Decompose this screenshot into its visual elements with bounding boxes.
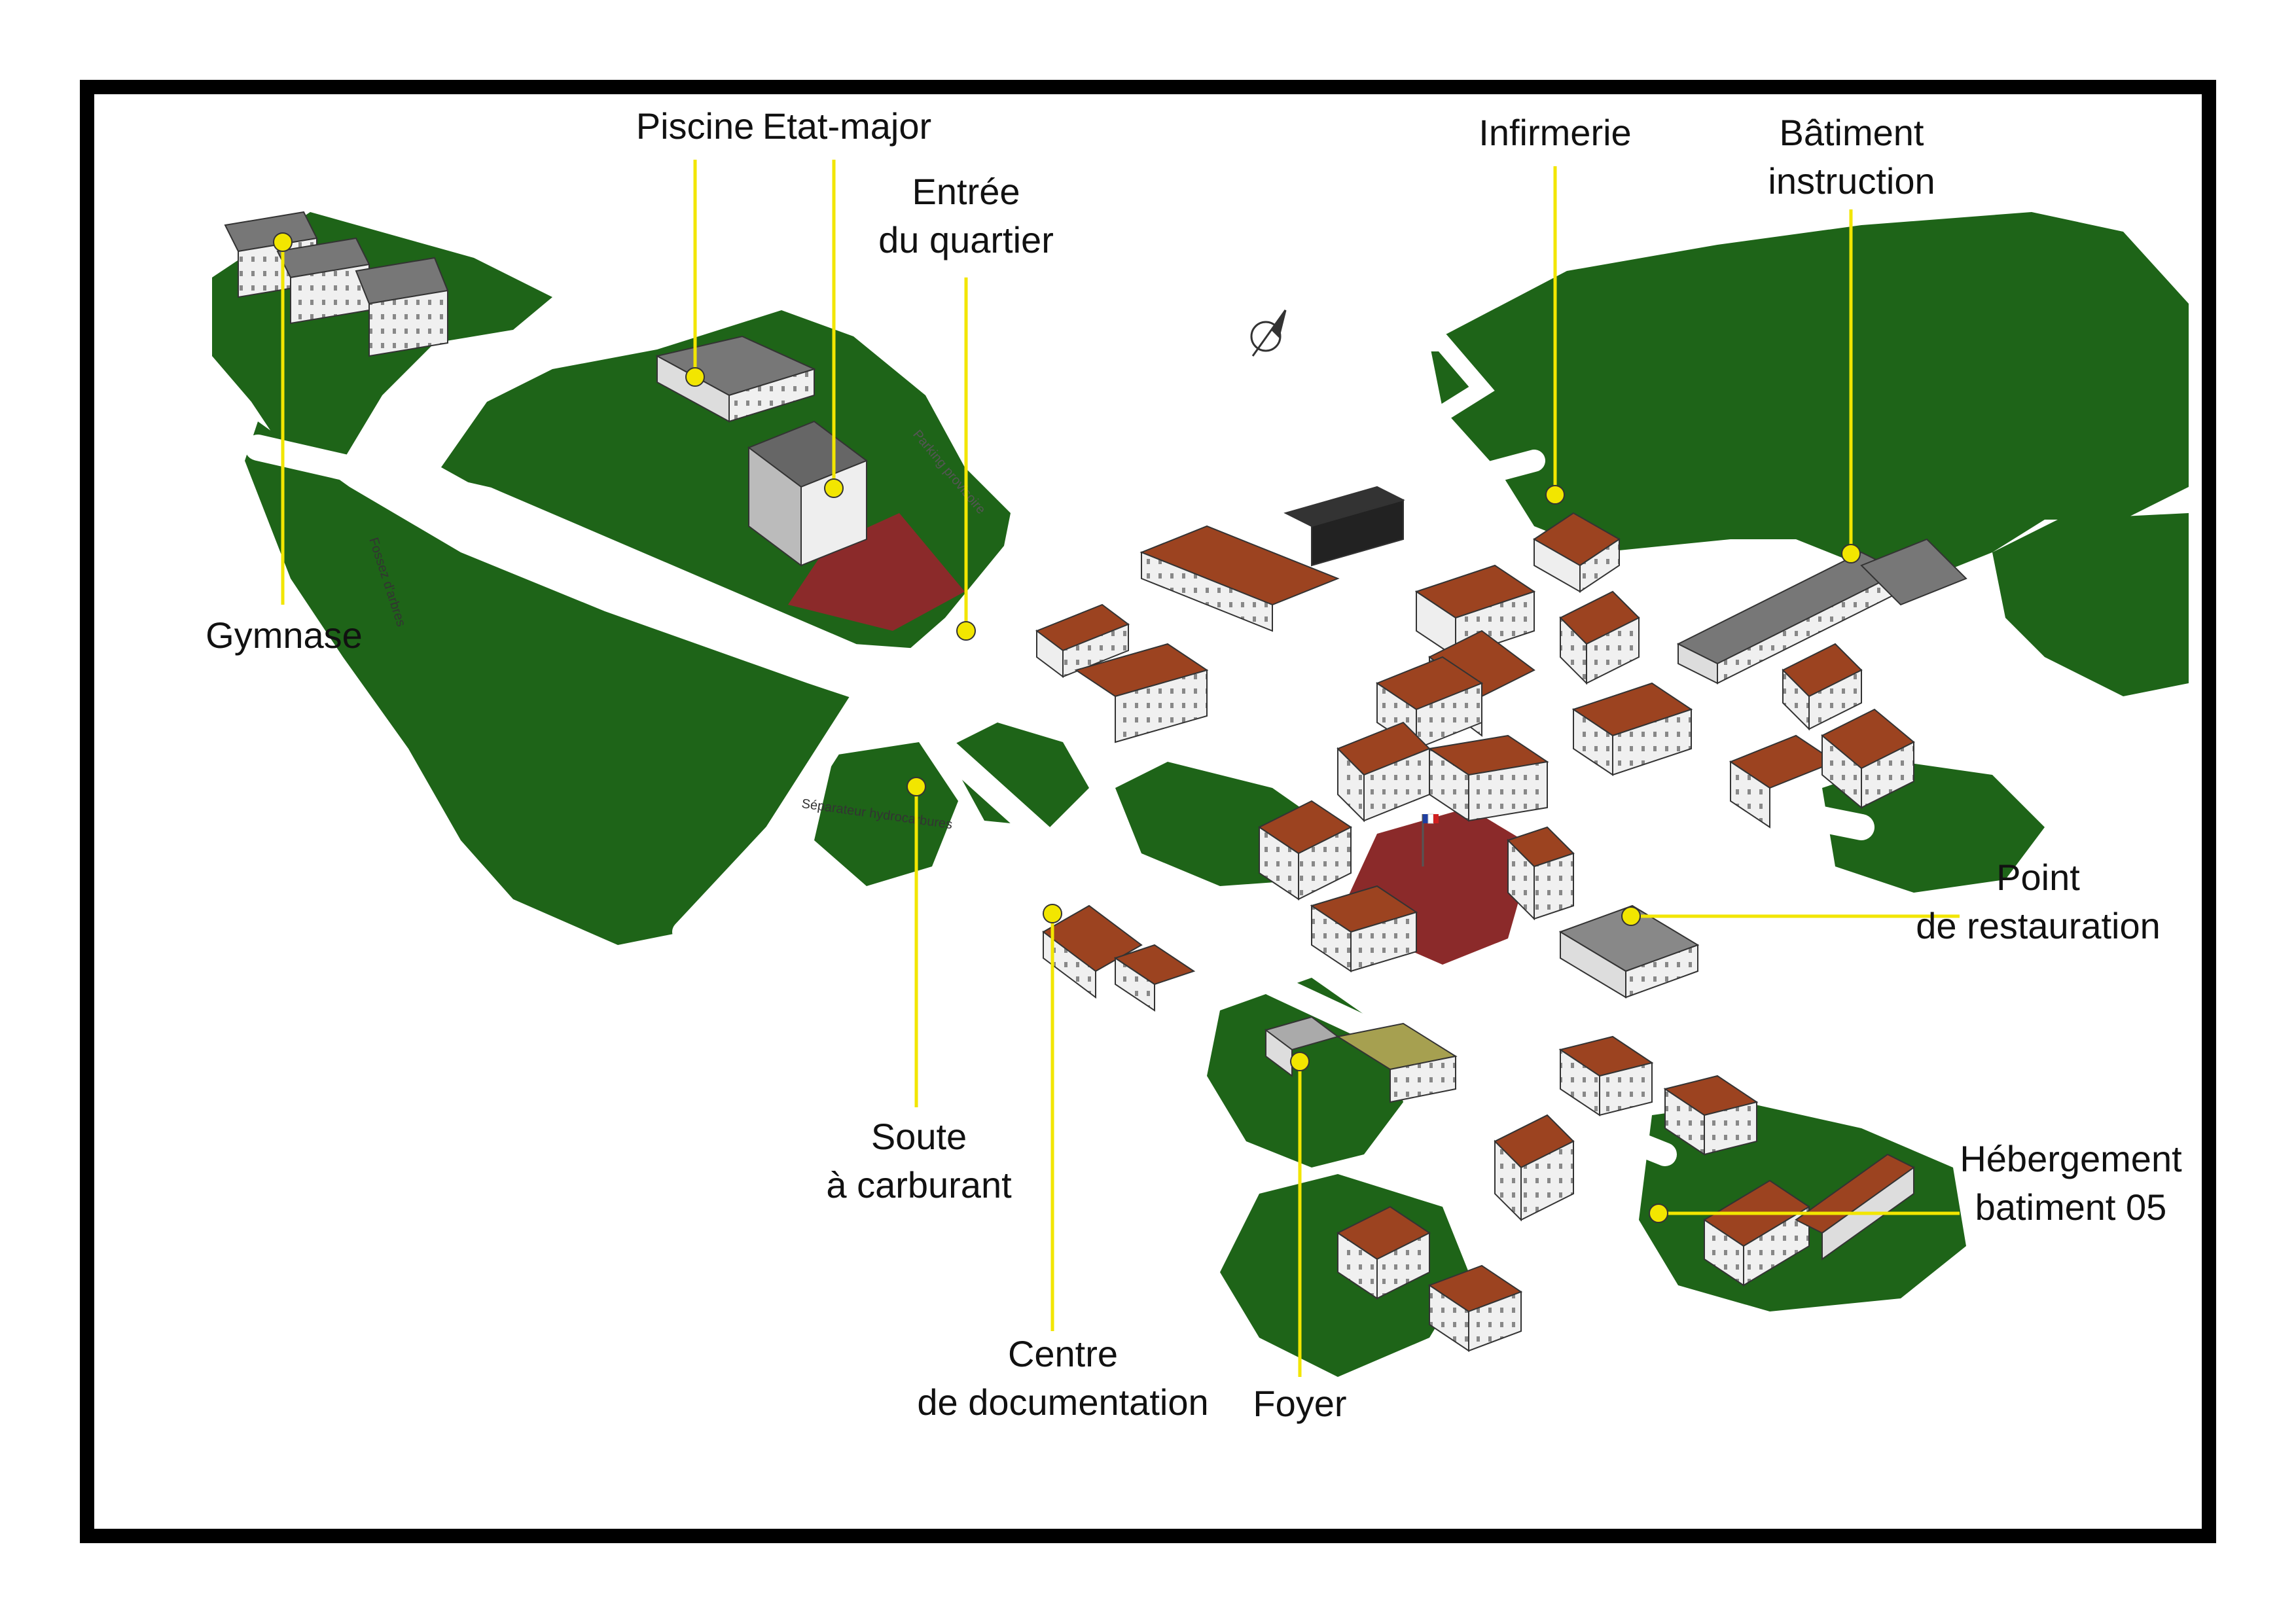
buildings: [224, 211, 1967, 1352]
restaurant-building: [1558, 904, 1700, 999]
foyer-building: [1264, 1016, 1458, 1103]
flag-icon: [1422, 813, 1439, 866]
leader-foyer: [1290, 1052, 1310, 1377]
label-etat-major: Etat-major: [749, 102, 945, 151]
label-piscine-text: Piscine: [636, 105, 755, 147]
instruction-building: [1676, 538, 1967, 731]
label-centre-line2: de documentation: [917, 1382, 1209, 1423]
leader-hebergement: [1649, 1204, 1960, 1223]
label-foyer-text: Foyer: [1253, 1383, 1347, 1424]
label-gymnase: Gymnase: [186, 611, 382, 660]
building-group-east: [1571, 682, 1915, 829]
label-batiment-instruction: Bâtiment instruction: [1757, 109, 1946, 205]
grass-north: [1429, 212, 2189, 579]
label-soute: Soute à carburant: [808, 1113, 1030, 1209]
leader-batiment: [1841, 209, 1861, 563]
leader-piscine: [685, 160, 705, 387]
leader-centre: [1043, 904, 1062, 1331]
label-foyer: Foyer: [1221, 1380, 1378, 1428]
label-point-line1: Point: [1996, 857, 2080, 898]
documentation-center-building: [1042, 904, 1196, 1012]
leader-gymnase: [273, 232, 293, 605]
leader-soute: [906, 777, 926, 1107]
leader-restauration: [1621, 906, 1960, 926]
leader-lines: [273, 160, 1960, 1377]
label-hebergement: Hébergement batiment 05: [1940, 1135, 2202, 1232]
label-infirmerie: Infirmerie: [1463, 109, 1647, 157]
site-map: Parking provisoire Séparateur hydrocarbu…: [212, 160, 2189, 1377]
label-etat-major-text: Etat-major: [762, 105, 932, 147]
leader-infirmerie: [1545, 166, 1565, 505]
label-point-restauration: Point de restauration: [1888, 853, 2189, 950]
headquarters-building: [747, 420, 869, 567]
leader-entree: [956, 277, 976, 641]
label-centre-line1: Centre: [1007, 1333, 1119, 1374]
building-group-north: [1035, 486, 1405, 743]
label-hebergement-line2: batiment 05: [1975, 1186, 2167, 1228]
label-centre-documentation: Centre de documentation: [912, 1330, 1213, 1427]
grass-west-south: [814, 742, 958, 886]
grass-northeast-strip: [1992, 513, 2189, 696]
gymnasium-building: [224, 211, 449, 357]
label-gymnase-text: Gymnase: [206, 615, 363, 656]
label-point-line2: de restauration: [1916, 905, 2161, 946]
building-group-central: [1258, 656, 1575, 972]
label-soute-line2: à carburant: [826, 1164, 1012, 1205]
building-group-south: [1336, 1035, 1759, 1352]
leader-etat-major: [824, 160, 844, 498]
map-frame: Parking provisoire Séparateur hydrocarbu…: [80, 80, 2216, 1543]
grass-middle-b: [945, 722, 1089, 827]
label-batiment-line1: Bâtiment: [1779, 112, 1924, 153]
grass-west-big: [245, 421, 867, 945]
label-soute-line1: Soute: [870, 1116, 967, 1157]
label-infirmerie-text: Infirmerie: [1479, 112, 1632, 153]
label-piscine: Piscine: [623, 102, 767, 151]
label-entree: Entrée du quartier: [868, 168, 1064, 264]
compass-icon: [1250, 310, 1287, 357]
label-batiment-line2: instruction: [1768, 160, 1935, 202]
label-hebergement-line1: Hébergement: [1960, 1138, 2182, 1179]
infirmary-building: [1533, 512, 1621, 593]
label-entree-line1: Entrée: [912, 171, 1020, 212]
parade-ground-north: [788, 513, 965, 631]
label-entree-line2: du quartier: [878, 219, 1054, 260]
